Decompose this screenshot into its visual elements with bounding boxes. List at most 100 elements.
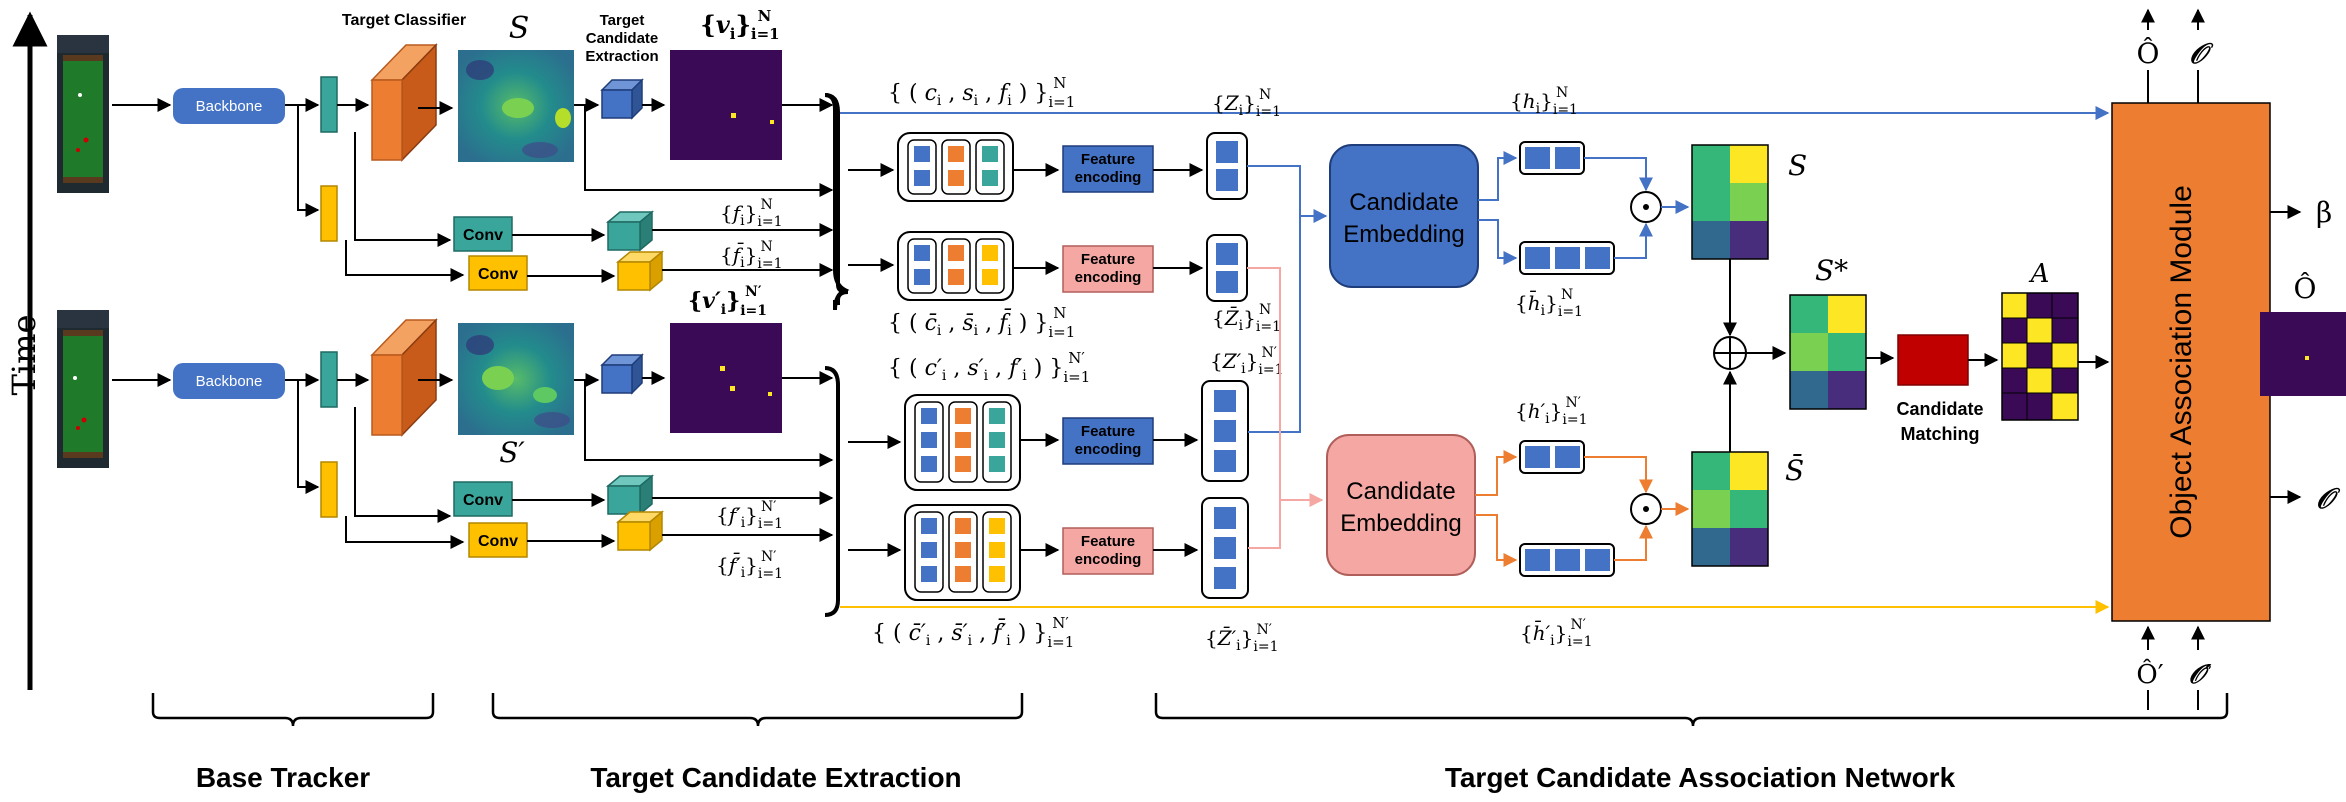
h-prime-vector (1519, 440, 1585, 474)
h-prime-set-label: {h′i}i=1N′ (1515, 395, 1588, 428)
feature-encoding-2-l1: Feature (1081, 251, 1135, 268)
S-label: S (509, 11, 530, 46)
conv-yellow-top (468, 255, 528, 291)
target-candidate-extraction-brace (491, 693, 1024, 727)
conv-yellow-bottom-label: Conv (478, 533, 518, 550)
backbone-top-label: Backbone (196, 98, 263, 115)
target-classifier-top (370, 43, 438, 162)
fbar-prime-set-label: {f̄′i}i=1N′ (716, 549, 783, 582)
tce-label-line3: Extraction (585, 48, 658, 65)
Zbar-prime-embedding-4 (1201, 497, 1249, 599)
candidate-embedding-blue-l1: Candidate (1349, 189, 1458, 216)
f-prime-set-label: {f′i}i=1N′ (716, 499, 783, 532)
time-label: Time (5, 315, 43, 396)
hbar-prime-set-label: {h̄′i}i=1N′ (1520, 617, 1593, 650)
conv-yellow-top-label: Conv (478, 266, 518, 283)
h-set-label: {hi}i=1N (1510, 85, 1578, 118)
tce-label-line2: Candidate (586, 30, 659, 47)
object-association-module-label: Object Association Module (2165, 185, 2198, 539)
beta-label: β (2316, 196, 2332, 229)
candidate-tuple-group-3 (904, 394, 1021, 491)
peak-map-v (670, 50, 782, 160)
S-matrix-label: S (1788, 149, 1807, 182)
S-star-label: S* (1815, 254, 1848, 287)
candidate-tuple-group-4 (904, 504, 1021, 601)
yellow-feature-bottom (320, 461, 338, 518)
candidate-extraction-cube-top (600, 78, 644, 120)
backbone-top (173, 88, 285, 124)
conv-teal-bottom-label: Conv (463, 492, 503, 509)
teal-cube-top (605, 210, 655, 252)
z-prime-set-label: {Z′i}i=1N′ (1210, 345, 1284, 378)
candidate-extraction-cube-bottom (600, 353, 644, 395)
Z-prime-embedding-3 (1201, 380, 1249, 482)
feature-encoding-1-l1: Feature (1081, 151, 1135, 168)
backbone-bottom-label: Backbone (196, 373, 263, 390)
S-prime-label: S′ (499, 436, 525, 469)
score-map-S-prime (458, 323, 574, 435)
feature-encoding-1-l2: encoding (1075, 169, 1142, 186)
candidate-tuple-group-1 (897, 132, 1014, 202)
h-vector (1519, 141, 1585, 175)
hbar-set-label: {h̄i}i=1N (1515, 287, 1583, 320)
candidate-embedding-blue-l2: Embedding (1343, 221, 1464, 248)
conv-yellow-bottom (468, 522, 528, 558)
candidate-matching-l1: Candidate (1896, 399, 1983, 419)
zbar-prime-set-label: {Z̄′i}i=1N′ (1205, 622, 1279, 655)
yellow-cube-bottom (615, 510, 665, 552)
candidate-tuple-group-2 (897, 231, 1014, 301)
candidate-embedding-pink-l2: Embedding (1340, 510, 1461, 537)
similarity-matrix-S-star (1789, 294, 1867, 410)
feature-encoding-3-l2: encoding (1075, 441, 1142, 458)
candidate-embedding-blue (1329, 144, 1479, 288)
O-hat-prime-label: Ô′ (2136, 658, 2163, 690)
csf-set-label: { ( ci , si , fi ) }i=1N (888, 74, 1075, 111)
csf-prime-set-label: { ( c′i , s′i , f′i ) }i=1N′ (888, 349, 1090, 386)
A-label: A (2029, 259, 2050, 289)
teal-feature-top (320, 76, 338, 133)
zbar-set-label: {Z̄i}i=1N (1212, 302, 1281, 335)
base-tracker-brace (151, 693, 435, 727)
target-classifier-label: Target Classifier (342, 12, 466, 29)
assignment-matrix-A (2001, 292, 2079, 421)
target-candidate-association-label: Target Candidate Association Network (1445, 762, 1956, 793)
csfbar-prime-set-label: { ( c̄′i , s̄′i , f̄′i ) }i=1N′ (872, 614, 1074, 651)
candidate-matching-block (1897, 334, 1969, 386)
feature-encoding-2-l2: encoding (1075, 269, 1142, 286)
feature-encoding-4-l2: encoding (1075, 551, 1142, 568)
target-classifier-bottom (370, 318, 438, 437)
candidate-embedding-pink-l1: Candidate (1346, 478, 1455, 505)
bracket-top (824, 93, 849, 294)
bracket-bottom (824, 366, 840, 617)
target-candidate-extraction-label: Target Candidate Extraction (590, 762, 961, 793)
O-script-prime-label: 𝒪′ (2188, 660, 2211, 690)
conv-teal-top-label: Conv (463, 227, 503, 244)
backbone-bottom (173, 363, 285, 399)
v-prime-set-label: {v′i}i=1N′ (688, 284, 767, 319)
Zbar-embedding-2 (1206, 234, 1248, 302)
base-tracker-label: Base Tracker (196, 762, 370, 793)
feature-encoding-2 (1062, 245, 1154, 293)
conv-teal-bottom (453, 481, 513, 517)
candidate-matching-l2: Matching (1901, 424, 1980, 444)
yellow-cube-top (615, 250, 665, 292)
z-set-label: {Zi}i=1N (1212, 87, 1281, 120)
output-map-O-hat-main (2262, 312, 2346, 396)
f-set-label: {fi}i=1N (720, 197, 782, 230)
csfbar-set-label: { ( c̄i , s̄i , f̄i ) }i=1N (888, 304, 1075, 341)
feature-encoding-3 (1062, 417, 1154, 465)
feature-encoding-4 (1062, 527, 1154, 575)
hbar-vector (1519, 241, 1615, 275)
feature-encoding-4-l1: Feature (1081, 533, 1135, 550)
hbar-prime-vector (1519, 543, 1615, 577)
v-set-label: {vi}i=1N (700, 7, 779, 43)
teal-feature-bottom (320, 351, 338, 408)
Z-embedding-1 (1206, 132, 1248, 200)
similarity-matrix-S (1691, 144, 1769, 260)
video-frame-top (57, 35, 109, 193)
score-map-S (458, 50, 574, 162)
peak-map-v-prime (670, 323, 782, 433)
S-bar-matrix-label: S̄ (1785, 453, 1804, 487)
O-hat-top-label: Ô (2137, 36, 2160, 70)
